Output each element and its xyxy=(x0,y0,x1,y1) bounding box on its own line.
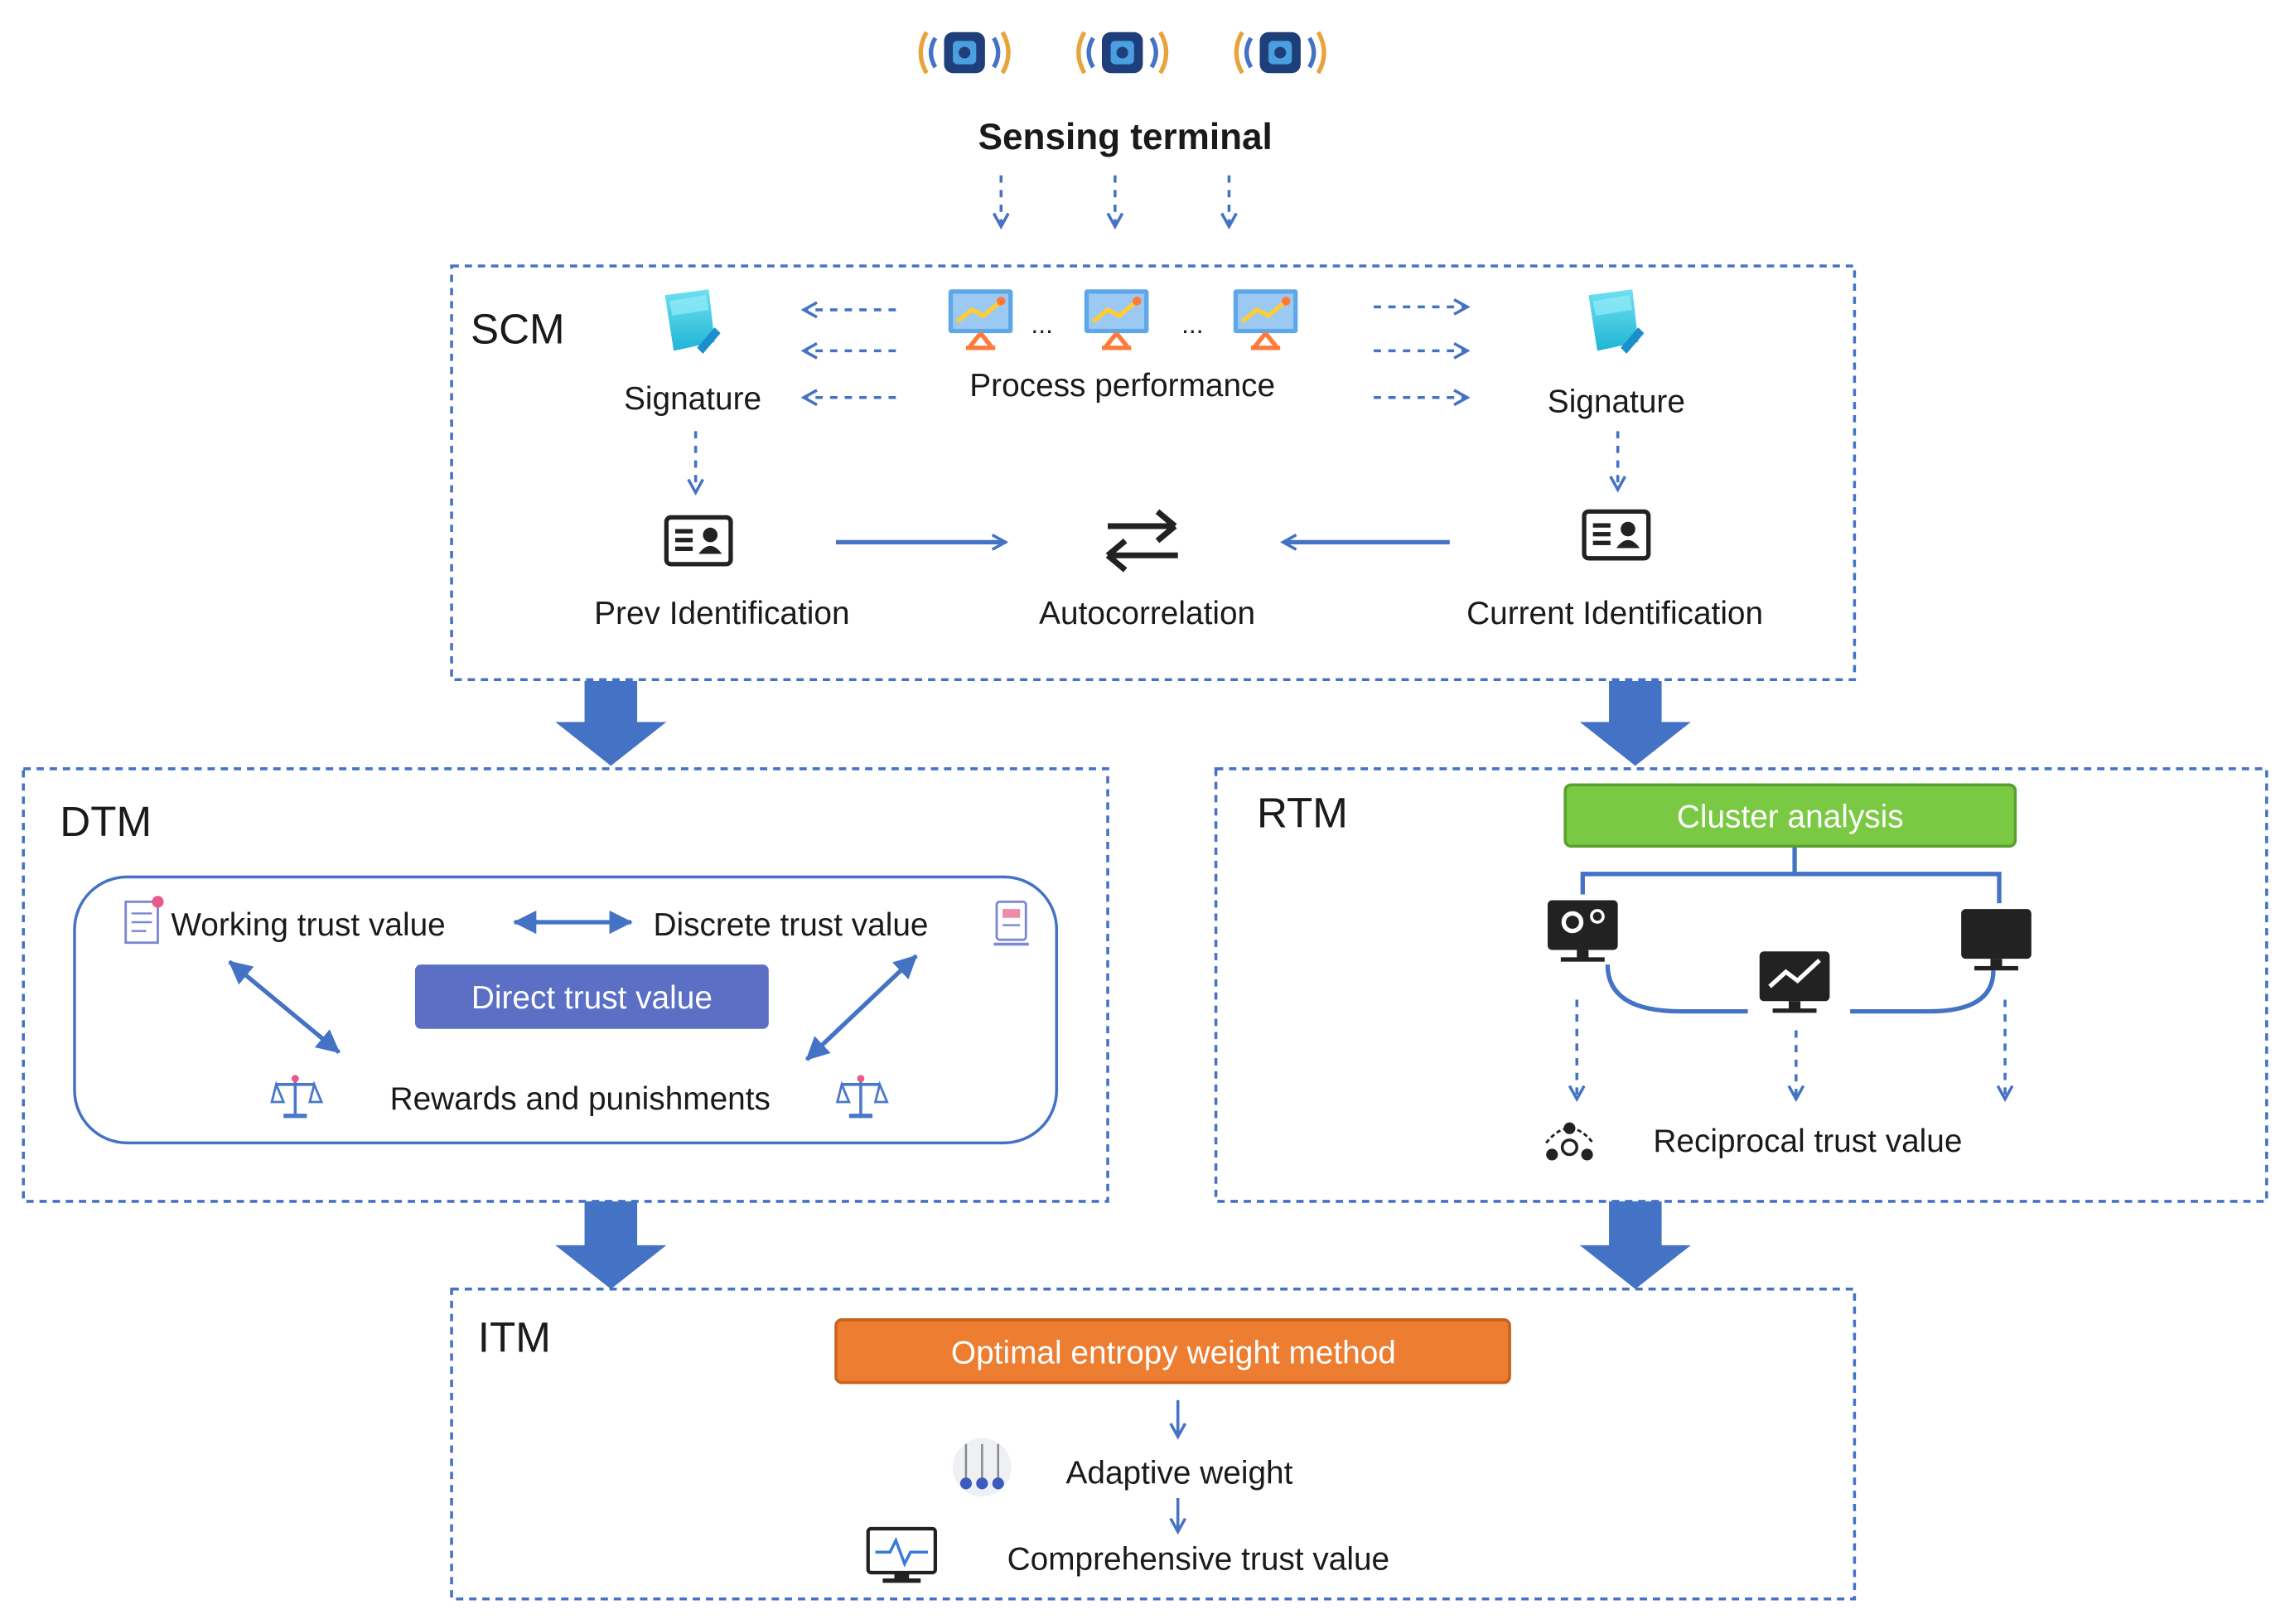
document-pen-icon xyxy=(1588,289,1645,354)
satellite-icon xyxy=(1236,32,1324,73)
working-trust-label: Working trust value xyxy=(171,907,445,943)
scm-box xyxy=(450,264,1857,681)
signature-left-label: Signature xyxy=(624,381,761,417)
satellite-icon xyxy=(1079,32,1167,73)
entropy-method-box xyxy=(834,1318,1511,1385)
direct-trust-label: Direct trust value xyxy=(471,980,713,1016)
monitor-trend-icon xyxy=(1759,951,1830,1013)
swap-arrows-icon xyxy=(1105,509,1178,573)
sensing-arrows xyxy=(1001,175,1229,227)
ellipsis: ... xyxy=(1181,309,1203,339)
comprehensive-trust-label: Comprehensive trust value xyxy=(1007,1541,1389,1577)
scm-to-dtm-arrow xyxy=(555,680,667,766)
satellite-icon xyxy=(920,32,1008,73)
rewards-punishments-label: Rewards and punishments xyxy=(390,1081,771,1117)
dtm-inner-box xyxy=(73,875,1059,1145)
discrete-rewards-arrow xyxy=(804,954,918,1061)
ellipsis: ... xyxy=(1031,309,1052,339)
process-performance-label: Process performance xyxy=(969,368,1275,404)
cluster-branch xyxy=(1580,848,2002,904)
monitor-chart-icon xyxy=(1234,289,1298,348)
monitor-chart-icon xyxy=(949,289,1013,348)
dtm-to-itm-arrow xyxy=(555,1201,667,1289)
itm-box xyxy=(450,1287,1857,1601)
autocorrelation-label: Autocorrelation xyxy=(1039,596,1255,631)
cluster-arc xyxy=(1850,970,1996,1014)
reciprocal-trust-label: Reciprocal trust value xyxy=(1653,1124,1962,1159)
balance-scale-icon xyxy=(270,1073,323,1120)
id-card-icon xyxy=(666,517,731,563)
id-card-icon xyxy=(1584,511,1649,558)
server-doc-icon xyxy=(993,900,1029,946)
document-pen-icon xyxy=(664,289,721,354)
sensing-terminal-label: Sensing terminal xyxy=(978,117,1273,157)
balance-scale-icon xyxy=(835,1073,889,1120)
cluster-tree-lines xyxy=(1580,848,2002,1014)
current-identification-label: Current Identification xyxy=(1466,596,1763,631)
rtm-to-itm-arrow xyxy=(1579,1201,1691,1289)
scm-label: SCM xyxy=(471,306,565,353)
direct-trust-box xyxy=(414,964,769,1029)
monitor-dark-icon xyxy=(1961,909,2032,971)
people-network-icon xyxy=(1545,1122,1594,1161)
flow-arrows xyxy=(555,680,1691,1289)
itm-label: ITM xyxy=(478,1314,551,1361)
rtm-box xyxy=(1214,767,2268,1203)
cluster-analysis-box xyxy=(1563,783,2017,848)
rtm-label: RTM xyxy=(1257,789,1348,836)
scm-to-rtm-arrow xyxy=(1579,680,1691,766)
dtm-label: DTM xyxy=(60,798,152,845)
monitor-pulse-icon xyxy=(866,1526,938,1583)
document-list-icon xyxy=(124,896,164,945)
cluster-analysis-label: Cluster analysis xyxy=(1677,799,1904,834)
cluster-arc xyxy=(1605,964,1748,1014)
reciprocal-arrows xyxy=(1577,999,2005,1100)
monitor-chart-icon xyxy=(1085,289,1149,348)
entropy-method-label: Optimal entropy weight method xyxy=(951,1336,1396,1371)
pendulum-weights-icon xyxy=(953,1438,1012,1497)
monitor-gear-icon xyxy=(1547,900,1618,962)
dtm-box xyxy=(22,767,1109,1203)
prev-identification-label: Prev Identification xyxy=(594,596,849,631)
working-rewards-arrow xyxy=(228,959,341,1055)
process-to-signature-arrows xyxy=(696,307,1618,492)
discrete-trust-label: Discrete trust value xyxy=(653,907,928,943)
signature-right-label: Signature xyxy=(1548,384,1685,419)
adaptive-weight-label: Adaptive weight xyxy=(1066,1455,1293,1491)
